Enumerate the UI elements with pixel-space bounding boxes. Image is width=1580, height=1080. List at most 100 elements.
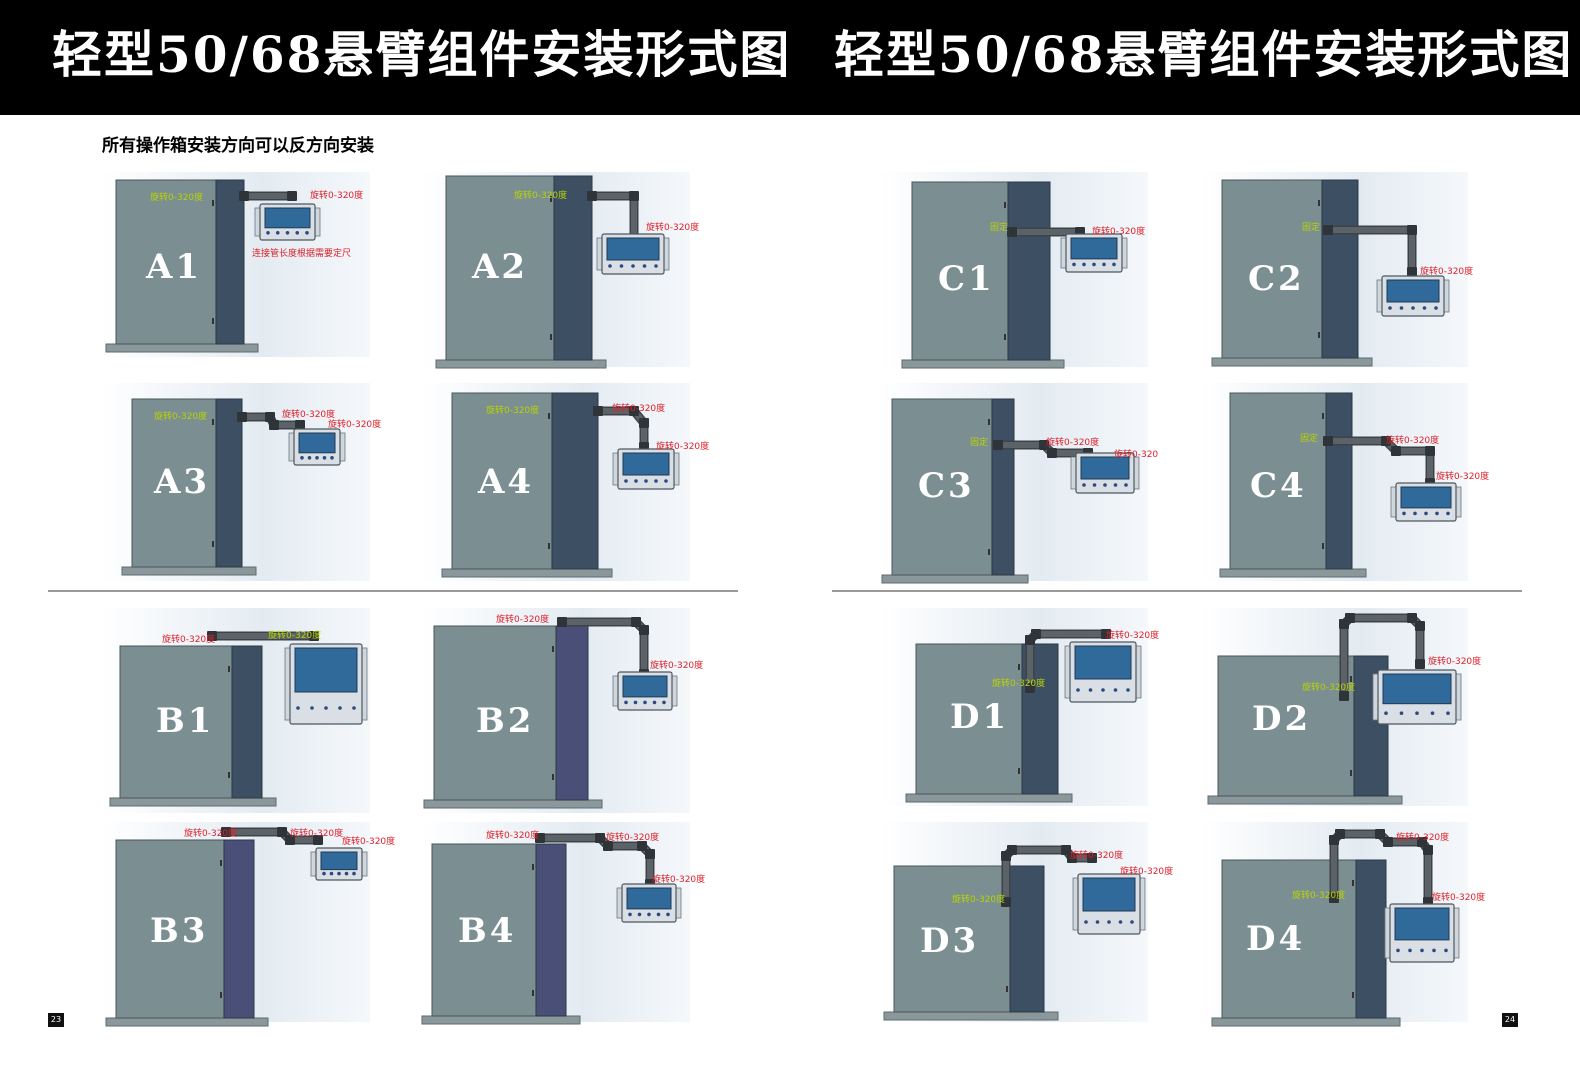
control-box-button bbox=[1084, 920, 1088, 924]
cabinet-label: A4 bbox=[477, 462, 534, 502]
cabinet-side bbox=[551, 392, 599, 570]
arm-joint bbox=[1001, 897, 1011, 907]
cabinet-hinge bbox=[550, 334, 552, 340]
control-box-handle bbox=[1121, 237, 1128, 269]
control-box-button bbox=[619, 264, 624, 268]
cabinet-front bbox=[119, 645, 233, 799]
control-box-handle bbox=[673, 452, 680, 486]
control-box-handle bbox=[1455, 673, 1462, 721]
control-box-button bbox=[1082, 262, 1086, 267]
cabinet-label: D3 bbox=[920, 921, 979, 961]
arm-joint bbox=[1407, 613, 1417, 623]
cabinet-hinge bbox=[1018, 664, 1020, 670]
arm-joint bbox=[239, 191, 249, 201]
cabinet-label: B3 bbox=[150, 911, 208, 951]
divider-right bbox=[832, 590, 1522, 592]
arm-joint bbox=[557, 617, 567, 627]
cabinet-hinge bbox=[220, 860, 222, 866]
arm-joint bbox=[1335, 829, 1345, 839]
rotation-annotation: 旋转0-320度 bbox=[268, 629, 321, 641]
arm-joint bbox=[1407, 225, 1417, 235]
control-box-button bbox=[1082, 483, 1086, 487]
cabinet-hinge bbox=[1352, 992, 1354, 998]
control-box-handle bbox=[1376, 279, 1383, 313]
control-box-button bbox=[608, 264, 612, 268]
cabinet-front bbox=[115, 839, 225, 1019]
cabinet-base bbox=[1207, 795, 1403, 805]
control-box-button bbox=[1444, 948, 1448, 953]
control-box-button bbox=[1126, 688, 1130, 692]
cabinet-side bbox=[1009, 865, 1045, 1013]
cabinet-side bbox=[215, 398, 243, 568]
control-box-handle bbox=[254, 207, 261, 237]
control-box-button bbox=[1102, 262, 1106, 267]
cabinet-front bbox=[115, 179, 217, 345]
control-box-handle bbox=[361, 647, 368, 721]
control-box-button bbox=[1432, 948, 1436, 953]
control-box-button bbox=[1092, 483, 1097, 487]
control-box-screen bbox=[622, 452, 670, 476]
cabinet-base bbox=[435, 359, 607, 369]
arm-joint bbox=[587, 191, 597, 201]
arm-joint bbox=[629, 406, 639, 416]
control-box-screen bbox=[294, 647, 358, 693]
control-box-button bbox=[1399, 306, 1404, 310]
cabinet-hinge bbox=[1350, 676, 1352, 682]
panel-drawing: B3旋转0-320度旋转0-320度旋转0-320度 bbox=[102, 822, 395, 1027]
control-box-handle bbox=[1064, 645, 1071, 699]
control-box-button bbox=[656, 912, 661, 917]
arm-joint bbox=[1007, 845, 1017, 855]
control-box-button bbox=[1113, 688, 1118, 692]
rotation-annotation: 旋转0-320度 bbox=[154, 410, 207, 422]
control-box-button bbox=[1415, 711, 1419, 715]
divider-left bbox=[48, 590, 738, 592]
cabinet-hinge bbox=[228, 666, 230, 672]
cabinet-hinge bbox=[212, 318, 214, 324]
control-box-handle bbox=[671, 675, 678, 707]
cabinet-base bbox=[905, 793, 1073, 803]
cabinet-base bbox=[423, 799, 603, 809]
cabinet-front bbox=[891, 398, 993, 576]
rotation-annotation: 旋转0-320度 bbox=[1436, 470, 1489, 482]
rotation-annotation: 旋转0-320度 bbox=[486, 404, 539, 416]
control-box-button bbox=[1411, 306, 1415, 310]
control-box-handle bbox=[1139, 877, 1146, 931]
control-box-button bbox=[1118, 920, 1123, 924]
control-box-handle bbox=[1133, 456, 1140, 490]
control-box-button bbox=[644, 479, 648, 483]
cabinet-hinge bbox=[988, 419, 990, 425]
control-box-button bbox=[662, 700, 666, 705]
control-box-button bbox=[285, 231, 290, 235]
control-box-handle bbox=[339, 432, 346, 462]
control-box-handle bbox=[675, 887, 682, 919]
arm-joint bbox=[277, 827, 287, 837]
control-box-button bbox=[337, 871, 341, 876]
control-box-button bbox=[329, 871, 334, 876]
control-box-button bbox=[1076, 688, 1080, 692]
rotation-annotation: 旋转0-320度 bbox=[1386, 434, 1439, 446]
cabinet-base bbox=[105, 1017, 269, 1027]
control-box-button bbox=[338, 706, 342, 710]
control-box-screen bbox=[1382, 673, 1452, 705]
cabinet-hinge bbox=[1350, 770, 1352, 776]
arm-joint bbox=[1007, 227, 1017, 237]
rotation-annotation: 固定 bbox=[970, 436, 988, 448]
arm-joint bbox=[1039, 440, 1049, 450]
control-box-button bbox=[1107, 920, 1111, 924]
cabinet-hinge bbox=[988, 549, 990, 555]
arm-joint bbox=[1423, 845, 1433, 855]
control-box-handle bbox=[310, 851, 317, 877]
control-box-handle bbox=[612, 675, 619, 707]
cabinet-front bbox=[433, 625, 557, 801]
arm-joint bbox=[1329, 893, 1339, 903]
panel-drawing: C3固定旋转0-320度旋转0-320 bbox=[880, 383, 1158, 584]
control-box-screen bbox=[264, 207, 311, 229]
cabinet-hinge bbox=[532, 990, 534, 996]
rotation-annotation: 旋转0-320度 bbox=[1292, 889, 1345, 901]
cabinet-front bbox=[131, 398, 217, 568]
